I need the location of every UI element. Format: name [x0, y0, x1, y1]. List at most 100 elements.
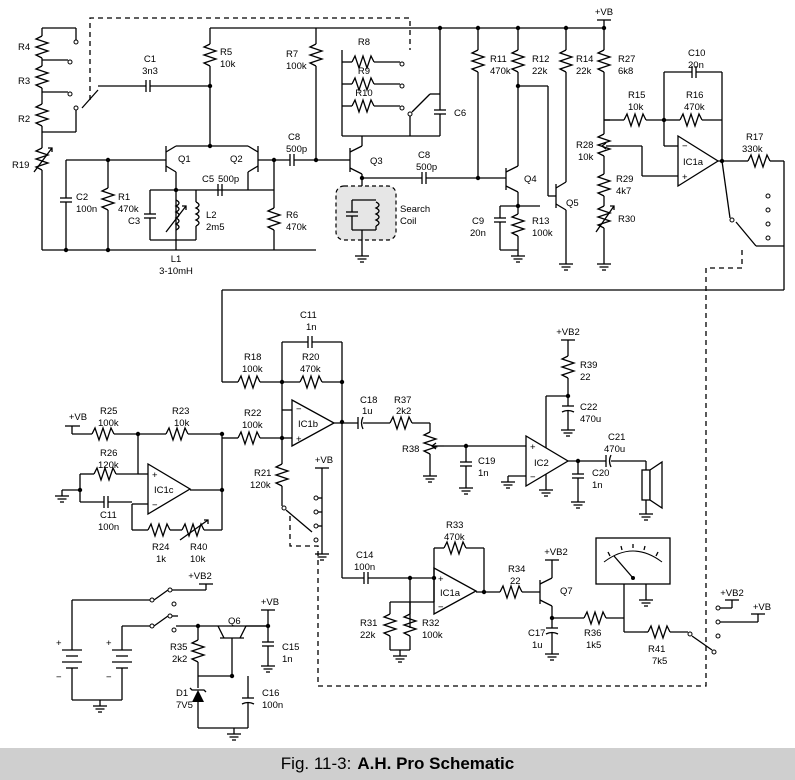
svg-text:IC1c: IC1c — [154, 485, 174, 496]
svg-text:10k: 10k — [578, 152, 594, 163]
speaker-icon — [641, 460, 663, 510]
rail-vb-label: +VB — [595, 7, 613, 18]
figure-number: Fig. 11-3: — [280, 754, 352, 773]
svg-text:C16: C16 — [262, 688, 279, 699]
svg-text:R37: R37 — [394, 395, 411, 406]
selector-switch-r8-r10[interactable] — [411, 93, 431, 113]
capacitor-c11-bottom: C11 100n — [80, 496, 132, 533]
threshold-switch[interactable] — [285, 509, 313, 533]
svg-text:R36: R36 — [584, 628, 601, 639]
svg-text:100k: 100k — [286, 61, 307, 72]
capacitor-c11-top: C11 1n — [282, 310, 342, 348]
svg-text:100k: 100k — [532, 228, 553, 239]
svg-text:R9: R9 — [358, 66, 370, 77]
svg-text:C9: C9 — [472, 216, 484, 227]
svg-text:100n: 100n — [354, 562, 375, 573]
svg-text:7V5: 7V5 — [176, 700, 193, 711]
svg-text:C22: C22 — [580, 402, 597, 413]
figure-caption: Fig. 11-3: A.H. Pro Schematic — [0, 748, 795, 780]
svg-text:10k: 10k — [628, 102, 644, 113]
svg-text:6k8: 6k8 — [618, 66, 633, 77]
svg-text:C14: C14 — [356, 550, 373, 561]
svg-text:−: − — [296, 404, 302, 415]
svg-text:22k: 22k — [576, 66, 592, 77]
svg-text:C8: C8 — [418, 150, 430, 161]
resistor-r26: R26 120k — [80, 448, 138, 483]
svg-text:2k2: 2k2 — [172, 654, 187, 665]
svg-text:470u: 470u — [604, 444, 625, 455]
transistor-q2: Q2 — [230, 145, 259, 173]
svg-text:Q1: Q1 — [178, 154, 191, 165]
resistor-r29: R29 4k7 — [595, 156, 633, 197]
svg-text:+VB2: +VB2 — [556, 327, 580, 338]
svg-text:R1: R1 — [118, 192, 130, 203]
power-switch-b[interactable] — [153, 615, 169, 627]
svg-text:22k: 22k — [532, 66, 548, 77]
opamp-ic1a-bottom: + − IC1a — [433, 566, 478, 616]
svg-text:C6: C6 — [454, 108, 466, 119]
resistor-r24: R24 1k — [132, 521, 171, 565]
meter-section: C14 100n R31 22k R32 100k R33 — [342, 520, 771, 667]
svg-text:R4: R4 — [18, 42, 30, 53]
resistor-r16: R16 470k — [664, 90, 722, 129]
transistor-q1: Q1 — [165, 145, 191, 173]
svg-text:R14: R14 — [576, 54, 593, 65]
svg-text:R34: R34 — [508, 564, 525, 575]
svg-text:C1: C1 — [144, 54, 156, 65]
opamp-ic1b: − + IC1b — [291, 398, 336, 448]
resistor-r11: R11 470k — [469, 28, 511, 178]
svg-text:R6: R6 — [286, 210, 298, 221]
svg-text:470k: 470k — [118, 204, 139, 215]
svg-text:20n: 20n — [470, 228, 486, 239]
power-switch-a[interactable] — [153, 589, 169, 601]
resistor-r27: R27 6k8 — [595, 28, 635, 120]
svg-text:3-10mH: 3-10mH — [159, 266, 193, 277]
svg-text:C20: C20 — [592, 468, 609, 479]
capacitor-c15: C15 1n — [262, 641, 299, 665]
svg-text:L2: L2 — [206, 210, 217, 221]
svg-text:Q6: Q6 — [228, 616, 241, 627]
svg-text:Search: Search — [400, 204, 430, 215]
resistor-r13: R13 100k — [509, 206, 553, 250]
svg-text:C8: C8 — [288, 132, 300, 143]
figure-title: A.H. Pro Schematic — [357, 754, 515, 773]
capacitor-c3: C3 — [128, 190, 156, 240]
opamp-ic1a-top: − + IC1a — [677, 134, 720, 188]
resistor-r39: R39 22 — [559, 339, 597, 396]
svg-text:R32: R32 — [422, 618, 439, 629]
capacitor-c10: C10 20n — [664, 48, 722, 78]
svg-text:+: + — [682, 172, 688, 183]
svg-text:Q3: Q3 — [370, 156, 383, 167]
svg-text:C2: C2 — [76, 192, 88, 203]
svg-text:R31: R31 — [360, 618, 377, 629]
potentiometer-r38[interactable]: R38 — [402, 423, 444, 470]
svg-text:120k: 120k — [250, 480, 271, 491]
svg-text:+VB: +VB — [753, 602, 771, 613]
svg-text:+VB: +VB — [69, 412, 87, 423]
svg-text:Q7: Q7 — [560, 586, 573, 597]
svg-text:100k: 100k — [242, 420, 263, 431]
svg-text:R7: R7 — [286, 49, 298, 60]
svg-text:470k: 470k — [490, 66, 511, 77]
battery-icon: + − — [106, 626, 132, 700]
svg-text:R33: R33 — [446, 520, 463, 531]
svg-text:R22: R22 — [244, 408, 261, 419]
capacitor-c6: C6 — [434, 94, 466, 136]
resistor-r12: R12 22k — [509, 28, 549, 86]
svg-text:R19: R19 — [12, 160, 29, 171]
svg-text:100n: 100n — [98, 522, 119, 533]
svg-text:1n: 1n — [306, 322, 317, 333]
svg-text:C17: C17 — [528, 628, 545, 639]
svg-text:1u: 1u — [362, 406, 373, 417]
svg-text:C11: C11 — [300, 310, 317, 321]
opamp-ic2: + − IC2 — [525, 434, 570, 488]
audio-section: R18 100k C11 1n R20 470k − + IC1b — [54, 310, 663, 578]
svg-text:C10: C10 — [688, 48, 705, 59]
svg-text:R24: R24 — [152, 542, 169, 553]
resistor-r7: R7 100k — [286, 28, 325, 160]
svg-text:R8: R8 — [358, 37, 370, 48]
svg-text:20n: 20n — [688, 60, 704, 71]
resistor-r3: R3 — [18, 58, 51, 89]
meter-switch[interactable] — [691, 635, 713, 651]
output-range-switch[interactable] — [735, 221, 757, 247]
